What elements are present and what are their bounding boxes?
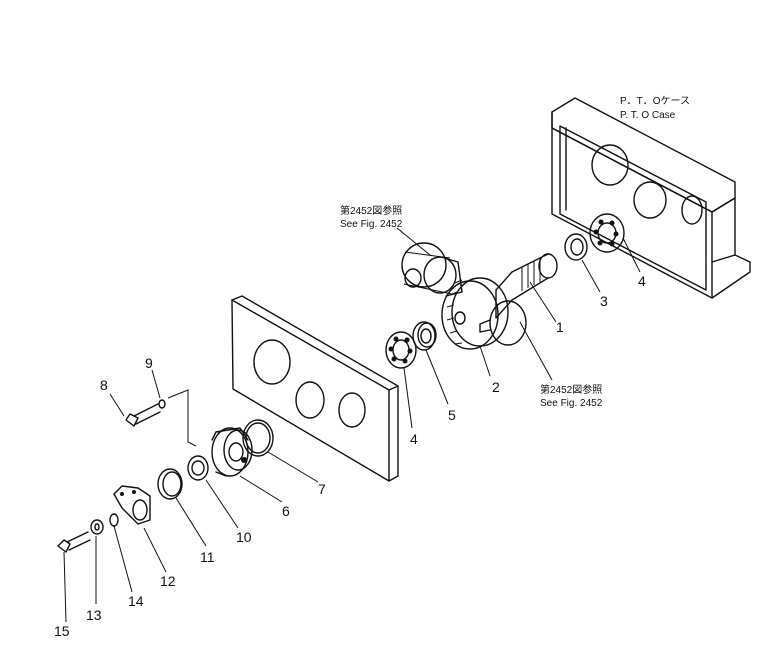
part-number-13: 13 bbox=[86, 607, 102, 623]
part-number-5: 5 bbox=[448, 407, 456, 423]
leader-lines bbox=[63, 227, 641, 623]
bolt-15 bbox=[57, 531, 91, 553]
part-number-1: 1 bbox=[556, 319, 564, 335]
part-number-4-left: 4 bbox=[410, 431, 418, 447]
shaft-1 bbox=[479, 253, 558, 346]
cover-12 bbox=[113, 485, 151, 525]
bearing-4-left bbox=[385, 331, 417, 369]
bearing-4-right bbox=[589, 213, 625, 253]
see-fig-lower-en: See Fig. 2452 bbox=[540, 398, 603, 409]
bolt-8 bbox=[125, 403, 161, 427]
part-number-2: 2 bbox=[492, 379, 500, 395]
part-number-11: 11 bbox=[200, 549, 215, 565]
housing-6 bbox=[211, 427, 253, 477]
leader-bracket bbox=[167, 389, 197, 447]
part-number-12: 12 bbox=[160, 573, 176, 589]
part-number-14: 14 bbox=[128, 593, 144, 609]
ring-3 bbox=[564, 233, 588, 261]
part-number-7: 7 bbox=[318, 481, 326, 497]
seal-10 bbox=[187, 455, 209, 481]
see-fig-upper-en: See Fig. 2452 bbox=[340, 219, 403, 230]
part-number-15: 15 bbox=[54, 623, 70, 639]
case-label-jp: P．T．Oケース bbox=[620, 95, 690, 107]
see-fig-lower-jp: 第2452図参照 bbox=[540, 383, 602, 396]
bearing-5 bbox=[412, 321, 437, 351]
washer-9 bbox=[158, 399, 166, 409]
part-number-10: 10 bbox=[236, 529, 252, 545]
part-number-8: 8 bbox=[100, 377, 108, 393]
part-number-3: 3 bbox=[600, 293, 608, 309]
part-number-9: 9 bbox=[145, 355, 153, 371]
o-ring-14 bbox=[109, 513, 119, 527]
see-fig-upper-jp: 第2452図参照 bbox=[340, 204, 402, 217]
gear-upper bbox=[401, 242, 463, 297]
ring-11 bbox=[157, 468, 183, 500]
case-label-en: P. T. O Case bbox=[620, 110, 676, 121]
part-number-6: 6 bbox=[282, 503, 290, 519]
pto-case bbox=[551, 97, 751, 299]
washer-13 bbox=[90, 519, 104, 535]
labels: P．T．Oケース P. T. O Case 第2452図参照 See Fig. … bbox=[54, 95, 690, 639]
part-number-4-right: 4 bbox=[638, 273, 646, 289]
cover-plate bbox=[231, 295, 399, 482]
